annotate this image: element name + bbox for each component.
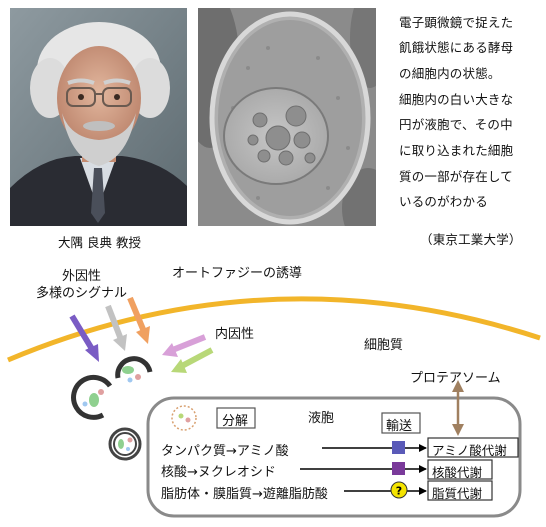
reaction-lipid: 脂肪体・膜脂質→遊離脂肪酸 (161, 487, 328, 502)
question-mark: ? (396, 485, 402, 498)
autophagic-body-icon (171, 405, 197, 431)
autophagosome-forming-icon (71, 374, 113, 420)
micrograph-description-line: 飢餓状態にある酵母 (399, 40, 514, 55)
external-signal-label-line2: 多様のシグナル (36, 286, 128, 301)
unknown-lipid-transporter (390, 481, 408, 499)
amino-acid-metabolism-label: アミノ酸代謝 (432, 443, 507, 458)
internal-signal-label: 内因性 (215, 327, 255, 342)
external-signal-label: 外因性 (62, 269, 102, 284)
portrait-caption: 大隅 良典 教授 (58, 235, 141, 250)
internal-signal-arrows (162, 334, 214, 373)
external-signal-arrows (69, 296, 150, 362)
professor-portrait (10, 8, 187, 226)
reaction-protein: タンパク質→アミノ酸 (161, 444, 289, 459)
nucleic-acid-metabolism-label: 核酸代謝 (432, 465, 483, 480)
micrograph-image (198, 8, 376, 226)
vacuole-label: 液胞 (308, 411, 335, 426)
micrograph-credit: （東京工業大学） (420, 232, 522, 247)
micrograph-description-line: に取り込まれた細胞 (399, 143, 514, 158)
nucleoside-transporter (392, 462, 405, 475)
nucleic-acid-metabolism-box (427, 459, 493, 480)
reaction-nucleic-acid: 核酸→ヌクレオシド (161, 465, 276, 480)
lipid-metabolism-box (427, 480, 493, 501)
autophagy-induction-title: オートファジーの誘導 (172, 266, 303, 281)
amino-acid-transporter (392, 441, 405, 454)
micrograph-description-line: 円が液胞で、その中 (399, 117, 513, 132)
decomposition-label-box (216, 407, 256, 429)
phagophore-icon (115, 356, 153, 383)
lipid-metabolism-label: 脂質代謝 (432, 486, 483, 501)
micrograph-description-line: 電子顕微鏡で捉えた (399, 15, 514, 30)
proteasome-arrow-down (452, 424, 464, 436)
micrograph-description-line: 質の一部が存在して (399, 169, 513, 184)
amino-acid-metabolism-box (427, 437, 519, 458)
micrograph-description-line: の細胞内の状態。 (399, 66, 501, 81)
electron-micrograph (198, 8, 376, 226)
decomposition-label: 分解 (222, 414, 249, 429)
autophagosome-icon (108, 427, 142, 461)
micrograph-description-line: 細胞内の白い大きな (399, 92, 514, 107)
proteasome-label: プロテアソーム (410, 371, 501, 386)
portrait-image (10, 8, 187, 226)
micrograph-description-line: いるのがわかる (399, 194, 488, 209)
transport-label-box (381, 412, 421, 434)
proteasome-arrow-up (452, 380, 464, 392)
transport-label: 輸送 (386, 419, 413, 434)
cytoplasm-label: 細胞質 (364, 338, 404, 353)
